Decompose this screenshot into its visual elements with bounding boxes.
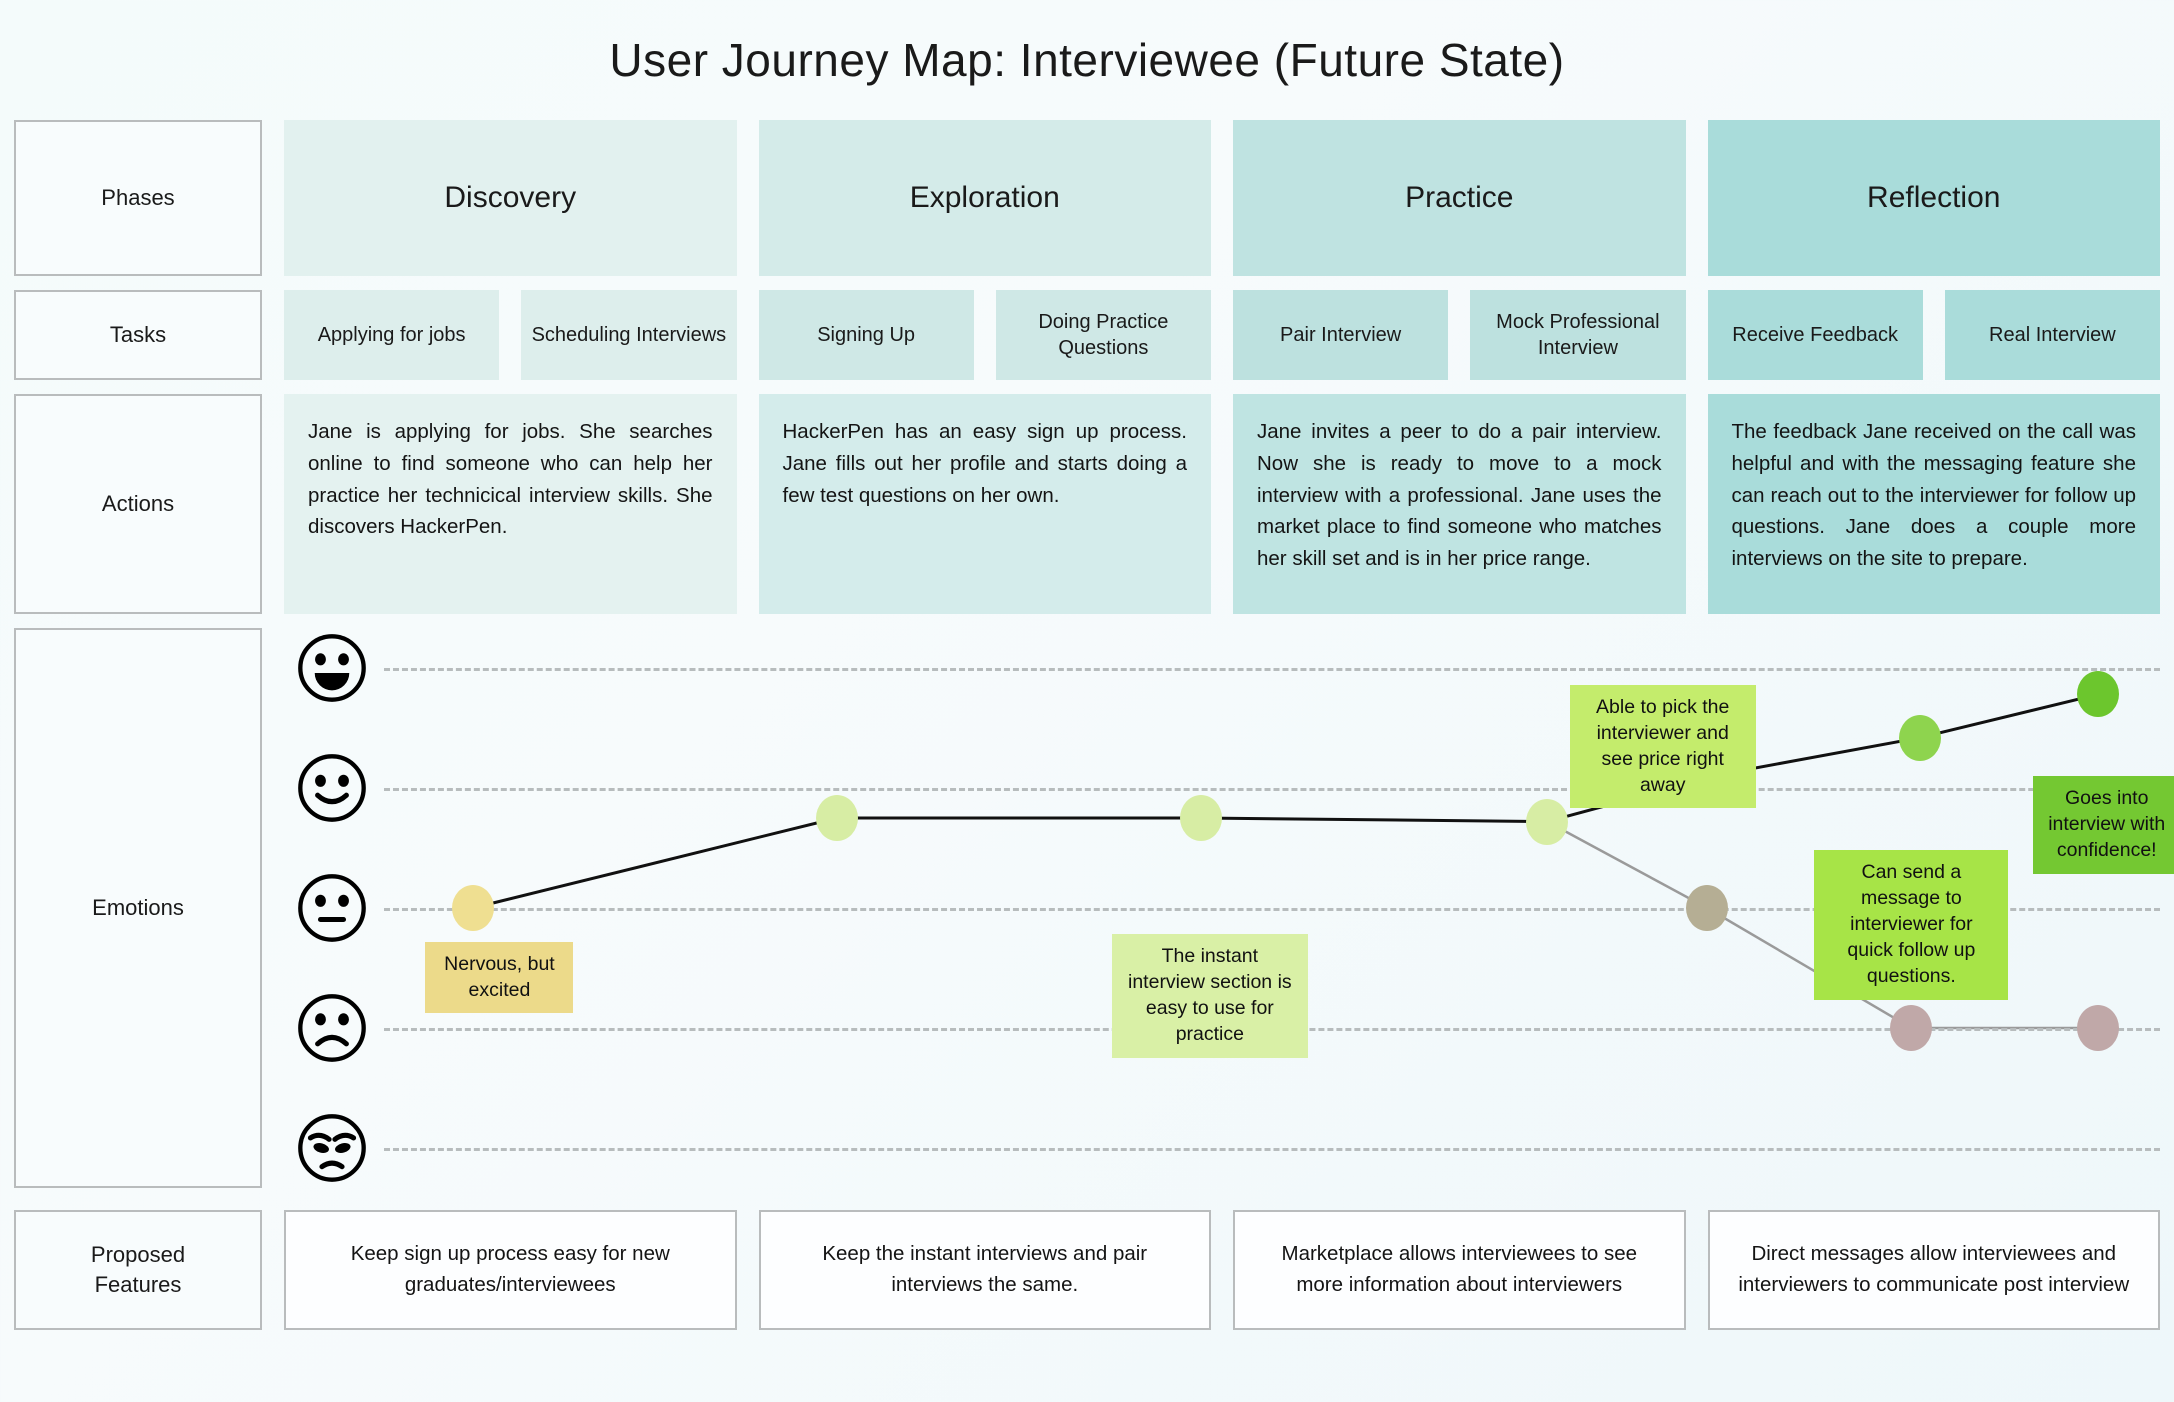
happy-face-icon xyxy=(296,752,368,824)
emotion-node[interactable] xyxy=(1899,714,1942,761)
phase-cell-practice[interactable]: Practice xyxy=(1233,120,1686,276)
action-text-practice: Jane invites a peer to do a pair intervi… xyxy=(1233,394,1686,614)
task-receive-feedback[interactable]: Receive Feedback xyxy=(1707,290,1923,380)
proposed-features-row: Proposed Features Keep sign up process e… xyxy=(0,1210,2174,1330)
task-signing-up[interactable]: Signing Up xyxy=(758,290,974,380)
emotion-node[interactable] xyxy=(451,885,494,931)
emotion-line-segment xyxy=(1919,692,2099,740)
emotion-node[interactable] xyxy=(1526,798,1569,845)
emotion-gridline xyxy=(384,908,2160,911)
task-scheduling-interviews[interactable]: Scheduling Interviews xyxy=(521,290,737,380)
emotion-gridline xyxy=(384,668,2160,671)
phase-cell-exploration[interactable]: Exploration xyxy=(758,120,1211,276)
tasks-cells: Applying for jobs Scheduling Interviews … xyxy=(284,290,2160,380)
emotion-node[interactable] xyxy=(1686,885,1729,931)
emotions-row: Emotions Nervous, but excited The instant… xyxy=(0,628,2174,1188)
emotion-node[interactable] xyxy=(2076,1005,2119,1051)
task-applying-for-jobs[interactable]: Applying for jobs xyxy=(284,290,500,380)
emotion-node[interactable] xyxy=(2076,671,2119,718)
phase-cell-reflection[interactable]: Reflection xyxy=(1707,120,2160,276)
neutral-face-icon xyxy=(296,872,368,944)
task-pair-interview[interactable]: Pair Interview xyxy=(1233,290,1449,380)
tasks-row: Tasks Applying for jobs Scheduling Inter… xyxy=(0,290,2174,380)
emotion-line-segment xyxy=(1706,906,1912,1030)
phases-cells: Discovery Exploration Practice Reflectio… xyxy=(284,120,2160,276)
task-group-exploration: Signing Up Doing Practice Questions xyxy=(758,290,1211,380)
feature-cell-discovery[interactable]: Keep sign up process easy for new gradua… xyxy=(284,1210,737,1330)
page-title: User Journey Map: Interviewee (Future St… xyxy=(609,34,1565,86)
emotion-scale-faces xyxy=(284,628,384,1188)
row-label-actions: Actions xyxy=(14,394,262,614)
emotion-callout[interactable]: Can send a message to interviewer for qu… xyxy=(1814,850,2009,1000)
actions-cells: Jane is applying for jobs. She searches … xyxy=(284,394,2160,614)
task-mock-professional-interview[interactable]: Mock Professional Interview xyxy=(1470,290,1686,380)
very-sad-face-icon xyxy=(296,1112,368,1184)
proposed-features-label-line1: Proposed xyxy=(90,1242,186,1268)
row-label-emotions: Emotions xyxy=(14,628,262,1188)
emotion-line-segment xyxy=(1200,816,1548,824)
very-happy-face-icon xyxy=(296,632,368,704)
emotion-line-segment xyxy=(1724,736,1921,776)
emotion-line-segment xyxy=(1546,820,1708,910)
emotion-callout[interactable]: Able to pick the interviewer and see pri… xyxy=(1569,684,1756,809)
emotion-callout[interactable]: Nervous, but excited xyxy=(425,941,574,1014)
proposed-features-label-line2: Features xyxy=(94,1272,182,1297)
emotion-node[interactable] xyxy=(1179,795,1222,841)
proposed-features-cells: Keep sign up process easy for new gradua… xyxy=(284,1210,2160,1330)
feature-cell-practice[interactable]: Marketplace allows interviewees to see m… xyxy=(1233,1210,1686,1330)
task-group-reflection: Receive Feedback Real Interview xyxy=(1707,290,2160,380)
emotion-gridline xyxy=(384,1148,2160,1151)
emotion-callout[interactable]: Goes into interview with confidence! xyxy=(2032,776,2174,874)
emotion-node[interactable] xyxy=(815,795,858,841)
sad-face-icon xyxy=(296,992,368,1064)
task-real-interview[interactable]: Real Interview xyxy=(1944,290,2160,380)
row-label-proposed-features: Proposed Features xyxy=(14,1210,262,1330)
emotion-chart: Nervous, but excited The instant intervie… xyxy=(284,628,2174,1188)
emotion-callout[interactable]: The instant interview section is easy to… xyxy=(1111,934,1308,1059)
feature-cell-exploration[interactable]: Keep the instant interviews and pair int… xyxy=(758,1210,1211,1330)
feature-cell-reflection[interactable]: Direct messages allow interviewees and i… xyxy=(1707,1210,2160,1330)
task-doing-practice-questions[interactable]: Doing Practice Questions xyxy=(995,290,1211,380)
phase-cell-discovery[interactable]: Discovery xyxy=(284,120,737,276)
emotion-gridline xyxy=(384,788,2160,791)
action-text-exploration: HackerPen has an easy sign up process. J… xyxy=(758,394,1211,614)
action-text-reflection: The feedback Jane received on the call w… xyxy=(1707,394,2160,614)
emotion-line-segment xyxy=(472,816,838,910)
task-group-discovery: Applying for jobs Scheduling Interviews xyxy=(284,290,737,380)
phases-row: Phases Discovery Exploration Practice Re… xyxy=(0,120,2174,276)
emotion-chart-plot: Nervous, but excited The instant intervie… xyxy=(384,628,2174,1188)
action-text-discovery: Jane is applying for jobs. She searches … xyxy=(284,394,737,614)
task-group-practice: Pair Interview Mock Professional Intervi… xyxy=(1233,290,1686,380)
row-label-tasks: Tasks xyxy=(14,290,262,380)
emotion-node[interactable] xyxy=(1890,1005,1933,1051)
actions-row: Actions Jane is applying for jobs. She s… xyxy=(0,394,2174,614)
row-label-phases: Phases xyxy=(14,120,262,276)
